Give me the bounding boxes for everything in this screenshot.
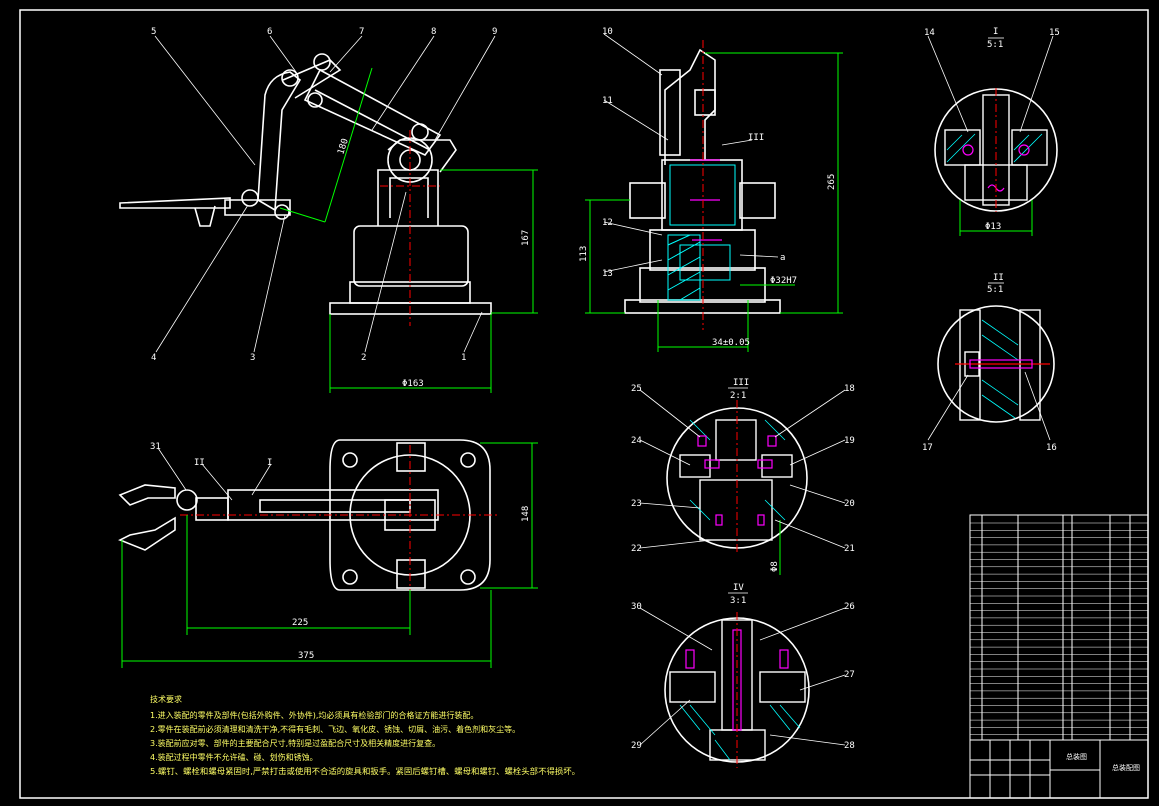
title-drawing-number: 总装配图 xyxy=(1112,763,1140,772)
detail-II-scale: 5:1 xyxy=(987,285,1003,295)
dim-side-total-height: 265 xyxy=(827,174,837,190)
note-line-4: 4.装配过程中零件不允许磕、碰、划伤和锈蚀。 xyxy=(150,752,318,762)
side-leaders xyxy=(603,33,779,273)
callout-26: 26 xyxy=(844,602,855,612)
callout-29: 29 xyxy=(631,741,642,751)
callout-8: 8 xyxy=(431,27,436,37)
forearm xyxy=(257,71,302,212)
front-dimensions xyxy=(279,67,538,393)
callout-11: 11 xyxy=(602,96,613,106)
dim-base-diameter: Φ163 xyxy=(402,379,424,389)
section-ref-III: III xyxy=(748,133,764,143)
callout-14: 14 xyxy=(924,28,935,38)
callout-21: 21 xyxy=(844,544,855,554)
section-ref-I: I xyxy=(267,458,272,468)
callout-18: 18 xyxy=(844,384,855,394)
side-arm-column xyxy=(664,48,716,165)
parts-list xyxy=(969,514,1149,799)
notes-heading: 技术要求 xyxy=(150,694,182,704)
callout-5: 5 xyxy=(151,27,156,37)
dim-side-bore: Φ32H7 xyxy=(770,276,797,286)
callout-24: 24 xyxy=(631,436,642,446)
dim-side-lower-height: 113 xyxy=(579,246,589,262)
detail-I-dim: Φ13 xyxy=(985,222,1001,232)
callout-9: 9 xyxy=(492,27,497,37)
callout-27: 27 xyxy=(844,670,855,680)
callout-13: 13 xyxy=(602,269,613,279)
detail-IV: IV 3:1 30 29 26 27 28 xyxy=(631,583,855,768)
side-dimensions xyxy=(585,52,843,352)
note-line-5: 5.螺钉、螺栓和螺母紧固时,严禁打击或使用不合适的旋具和扳手。紧固后螺钉槽、螺母… xyxy=(150,766,580,776)
detail-I-title: I xyxy=(993,27,998,37)
dim-front-height: 167 xyxy=(521,230,531,246)
front-view xyxy=(119,53,492,315)
callout-3: 3 xyxy=(250,353,255,363)
callout-10: 10 xyxy=(602,27,613,37)
section-ref-II: II xyxy=(194,458,205,468)
callout-1: 1 xyxy=(461,353,466,363)
callout-23: 23 xyxy=(631,499,642,509)
technical-notes: 技术要求 1.进入装配的零件及部件(包括外购件、外协件),均必须具有检验部门的合… xyxy=(150,694,580,776)
callout-17: 17 xyxy=(922,443,933,453)
callout-4: 4 xyxy=(151,353,156,363)
top-centerlines xyxy=(180,445,500,590)
detail-III-title: III xyxy=(733,378,749,388)
callout-12: 12 xyxy=(602,218,613,228)
callout-31: 31 xyxy=(150,442,161,452)
callout-25: 25 xyxy=(631,384,642,394)
detail-I-scale: 5:1 xyxy=(987,40,1003,50)
callout-16: 16 xyxy=(1046,443,1057,453)
detail-III-scale: 2:1 xyxy=(730,391,746,401)
detail-II: II 5:1 17 16 xyxy=(922,273,1057,453)
dim-top-width: 148 xyxy=(521,506,531,522)
callout-30: 30 xyxy=(631,602,642,612)
dim-arm-length: 180 xyxy=(336,137,351,156)
callout-6: 6 xyxy=(267,27,272,37)
note-line-1: 1.进入装配的零件及部件(包括外购件、外协件),均必须具有检验部门的合格证方能进… xyxy=(150,710,478,720)
detail-III: Φ8 III 2:1 25 24 23 22 18 19 20 21 xyxy=(631,378,855,575)
top-base-flange xyxy=(329,439,491,591)
upper-arm xyxy=(303,68,442,156)
title-drawing-name: 总装图 xyxy=(1066,752,1087,761)
note-line-3: 3.装配前应对零、部件的主要配合尺寸,特别是过盈配合尺寸及相关精度进行复查。 xyxy=(150,738,440,748)
detail-II-title: II xyxy=(993,273,1004,283)
top-dimensions xyxy=(121,442,538,668)
dim-top-total-length: 375 xyxy=(298,651,314,661)
gripper-upper-jaw xyxy=(118,484,176,506)
top-callouts: 31 II I xyxy=(150,442,272,468)
front-leaders xyxy=(154,35,496,353)
top-leaders xyxy=(157,447,272,501)
parts-rows xyxy=(970,522,1148,735)
detail-III-dim: Φ8 xyxy=(770,561,780,572)
side-section-hatch xyxy=(667,164,736,301)
dim-side-base-width: 34±0.05 xyxy=(712,338,750,348)
callout-22: 22 xyxy=(631,544,642,554)
gripper-front xyxy=(119,197,231,209)
section-mark-a: a xyxy=(780,253,785,263)
title-block xyxy=(970,739,1148,798)
detail-IV-title: IV xyxy=(733,583,744,593)
note-line-2: 2.零件在装配前必须清理和清洗干净,不得有毛刺、飞边、氧化皮、锈蚀、切屑、油污、… xyxy=(150,724,520,734)
gripper-lower-jaw xyxy=(118,516,176,551)
dim-top-reach: 225 xyxy=(292,618,308,628)
front-centerlines xyxy=(380,130,440,326)
callout-19: 19 xyxy=(844,436,855,446)
detail-I: Φ13 I 5:1 14 15 xyxy=(924,27,1060,236)
detail-IV-scale: 3:1 xyxy=(730,596,746,606)
side-bolts xyxy=(690,159,722,241)
front-callouts: 5 6 7 8 9 4 3 2 1 xyxy=(151,27,497,363)
callout-20: 20 xyxy=(844,499,855,509)
base-housing xyxy=(353,225,469,287)
detail-I-hatch xyxy=(946,133,1043,163)
callout-2: 2 xyxy=(361,353,366,363)
side-callouts: 10 11 12 13 III a xyxy=(602,27,785,279)
callout-15: 15 xyxy=(1049,28,1060,38)
top-wrist-joint xyxy=(176,489,198,511)
callout-28: 28 xyxy=(844,741,855,751)
sheet-border xyxy=(19,9,1149,799)
callout-7: 7 xyxy=(359,27,364,37)
